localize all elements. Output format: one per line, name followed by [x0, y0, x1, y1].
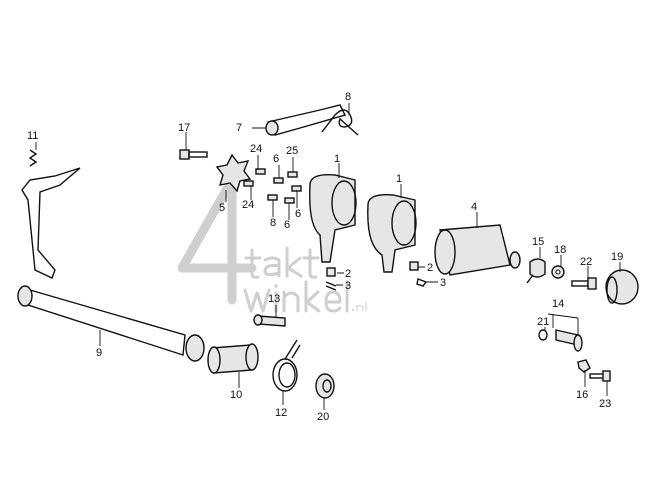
callout-16: 16	[576, 389, 588, 401]
callout-24: 24	[250, 143, 262, 155]
callout-10: 10	[230, 389, 242, 401]
callout-1: 1	[334, 153, 340, 165]
callout-15: 15	[532, 236, 544, 248]
callout-3: 3	[345, 280, 351, 292]
callout-2: 2	[345, 268, 351, 280]
callout-6: 6	[295, 208, 301, 220]
callout-2: 2	[427, 262, 433, 274]
callout-9: 9	[96, 347, 102, 359]
part-shift-fork-b	[367, 194, 417, 273]
part-plug-19	[605, 269, 639, 305]
part-arm-7	[266, 104, 347, 136]
part-pin-2b	[409, 261, 419, 271]
part-collar-10	[207, 343, 259, 374]
callout-13: 13	[268, 293, 280, 305]
part-stopper-16	[577, 359, 591, 373]
part-shift-fork-a	[309, 174, 357, 263]
callout-19: 19	[611, 251, 623, 263]
part-star-5	[215, 153, 252, 193]
callout-14: 14	[552, 298, 564, 310]
part-spring-8	[321, 109, 359, 136]
callout-21: 21	[537, 316, 549, 328]
part-spring-12	[272, 339, 301, 392]
callout-8: 8	[345, 91, 351, 103]
part-pin-13	[253, 314, 286, 327]
callout-22: 22	[580, 256, 592, 268]
callout-6: 6	[273, 153, 279, 165]
callout-17: 17	[178, 122, 190, 134]
callout-20: 20	[317, 411, 329, 423]
callout-12: 12	[275, 407, 287, 419]
callout-7: 7	[236, 122, 242, 134]
part-clip-3b	[416, 278, 428, 287]
part-shift-shaft	[17, 167, 205, 362]
callout-25: 25	[286, 145, 298, 157]
callout-4: 4	[471, 201, 477, 213]
part-bolt-23	[589, 370, 611, 382]
part-shift-drum	[434, 224, 521, 276]
part-ring-21	[538, 329, 548, 341]
callout-18: 18	[554, 244, 566, 256]
leader-lines	[35, 103, 621, 410]
watermark-logo	[177, 175, 367, 313]
callout-8: 8	[270, 217, 276, 229]
part-pins	[243, 168, 302, 204]
part-spring-11	[28, 149, 38, 167]
part-bolt-17	[179, 149, 208, 160]
callout-labels: 1 1 2 2 3 3 4 5 6 6 6 7 8 8 9 10 11 12 1…	[27, 91, 623, 423]
callout-6: 6	[284, 219, 290, 231]
callout-1: 1	[396, 173, 402, 185]
callout-3: 3	[440, 277, 446, 289]
part-bolt-22	[571, 277, 597, 290]
part-clip-3a	[325, 281, 337, 291]
part-pin-2a	[326, 267, 336, 277]
callout-24: 24	[242, 199, 254, 211]
part-seal-20	[315, 373, 335, 399]
callout-5: 5	[219, 202, 225, 214]
callout-23: 23	[599, 398, 611, 410]
part-pin-14	[547, 313, 583, 352]
callout-11: 11	[27, 130, 38, 142]
part-plate-15	[526, 258, 546, 284]
